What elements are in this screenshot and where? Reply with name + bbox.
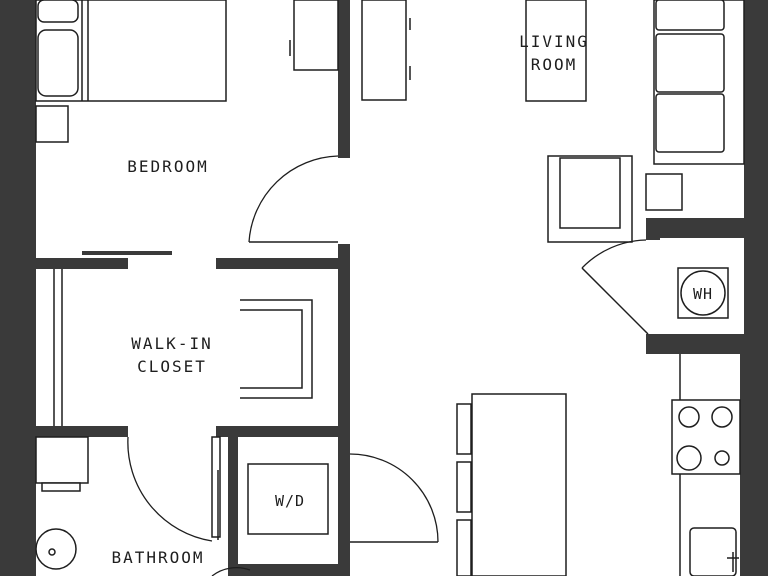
sofa-cushion — [655, 0, 725, 31]
media-console — [361, 0, 407, 101]
wall-wh-top — [646, 218, 768, 238]
kitchen-island — [471, 393, 567, 576]
wh-door-leaf — [581, 267, 649, 335]
stool — [456, 461, 472, 513]
walk-in-closet-label-line1: WALK-IN — [131, 334, 212, 353]
wall-closet-bath-left — [36, 426, 128, 437]
wall-east-upper — [744, 0, 768, 222]
wall-bedroom-closet-left — [36, 258, 128, 269]
wall-wh-bottom — [646, 334, 768, 354]
bottom-door-arc — [211, 567, 251, 576]
wh-door-arc — [581, 239, 647, 269]
washer-dryer — [247, 463, 329, 535]
closet-shelving — [53, 269, 313, 426]
kitchen — [456, 354, 741, 576]
wall-closet-bath-right — [216, 426, 350, 437]
closet-sliding-door — [82, 251, 172, 255]
bathroom-door-arc — [127, 436, 213, 542]
pillow — [37, 29, 79, 97]
toilet-tank — [35, 436, 89, 484]
stool — [456, 403, 472, 455]
wall-laundry-west — [228, 426, 238, 576]
water-heater-closet — [581, 239, 729, 335]
water-heater-label: WH — [693, 285, 713, 303]
walk-in-closet-label-line2: CLOSET — [137, 357, 207, 376]
wall-laundry-bottom — [228, 564, 350, 576]
kitchen-sink — [689, 527, 737, 576]
sink-drain — [48, 548, 56, 556]
bath-door-jamb — [211, 436, 221, 538]
stool — [456, 519, 472, 576]
dresser — [293, 0, 339, 71]
side-table — [645, 173, 683, 211]
wall-kitchen-east — [740, 354, 768, 576]
armchair-seat — [559, 157, 621, 229]
living-furniture — [361, 0, 745, 243]
living-room-label-line2: ROOM — [531, 55, 578, 74]
laundry-door-arc — [349, 453, 439, 543]
living-room-label-line1: LIVING — [519, 32, 589, 51]
coffee-table — [525, 0, 587, 102]
nightstand — [35, 105, 69, 143]
wall-bedroom-closet-right — [216, 258, 350, 269]
wall-wh-west — [646, 218, 660, 240]
wall-west — [0, 0, 36, 576]
washer-dryer-label: W/D — [275, 492, 305, 510]
burner — [678, 406, 700, 428]
burner — [676, 445, 702, 471]
bathroom-fixtures — [35, 436, 251, 576]
bedroom-label: BEDROOM — [127, 157, 208, 176]
toilet-seat-base — [41, 482, 81, 492]
sofa-cushion — [655, 33, 725, 93]
bedroom-furniture — [35, 0, 339, 143]
burner — [714, 450, 730, 466]
wall-closet-east — [338, 244, 350, 570]
pillow — [37, 0, 79, 23]
water-heater-tank — [680, 270, 726, 316]
wall-bedroom-east — [338, 0, 350, 158]
laundry — [247, 453, 439, 543]
bedroom-door — [248, 155, 339, 243]
burner — [711, 406, 733, 428]
room-labels: LIVING ROOM BEDROOM WALK-IN CLOSET BATHR… — [111, 32, 713, 567]
bathroom-label: BATHROOM — [111, 548, 204, 567]
sofa-cushion — [655, 93, 725, 153]
bathroom-sink — [35, 528, 77, 570]
